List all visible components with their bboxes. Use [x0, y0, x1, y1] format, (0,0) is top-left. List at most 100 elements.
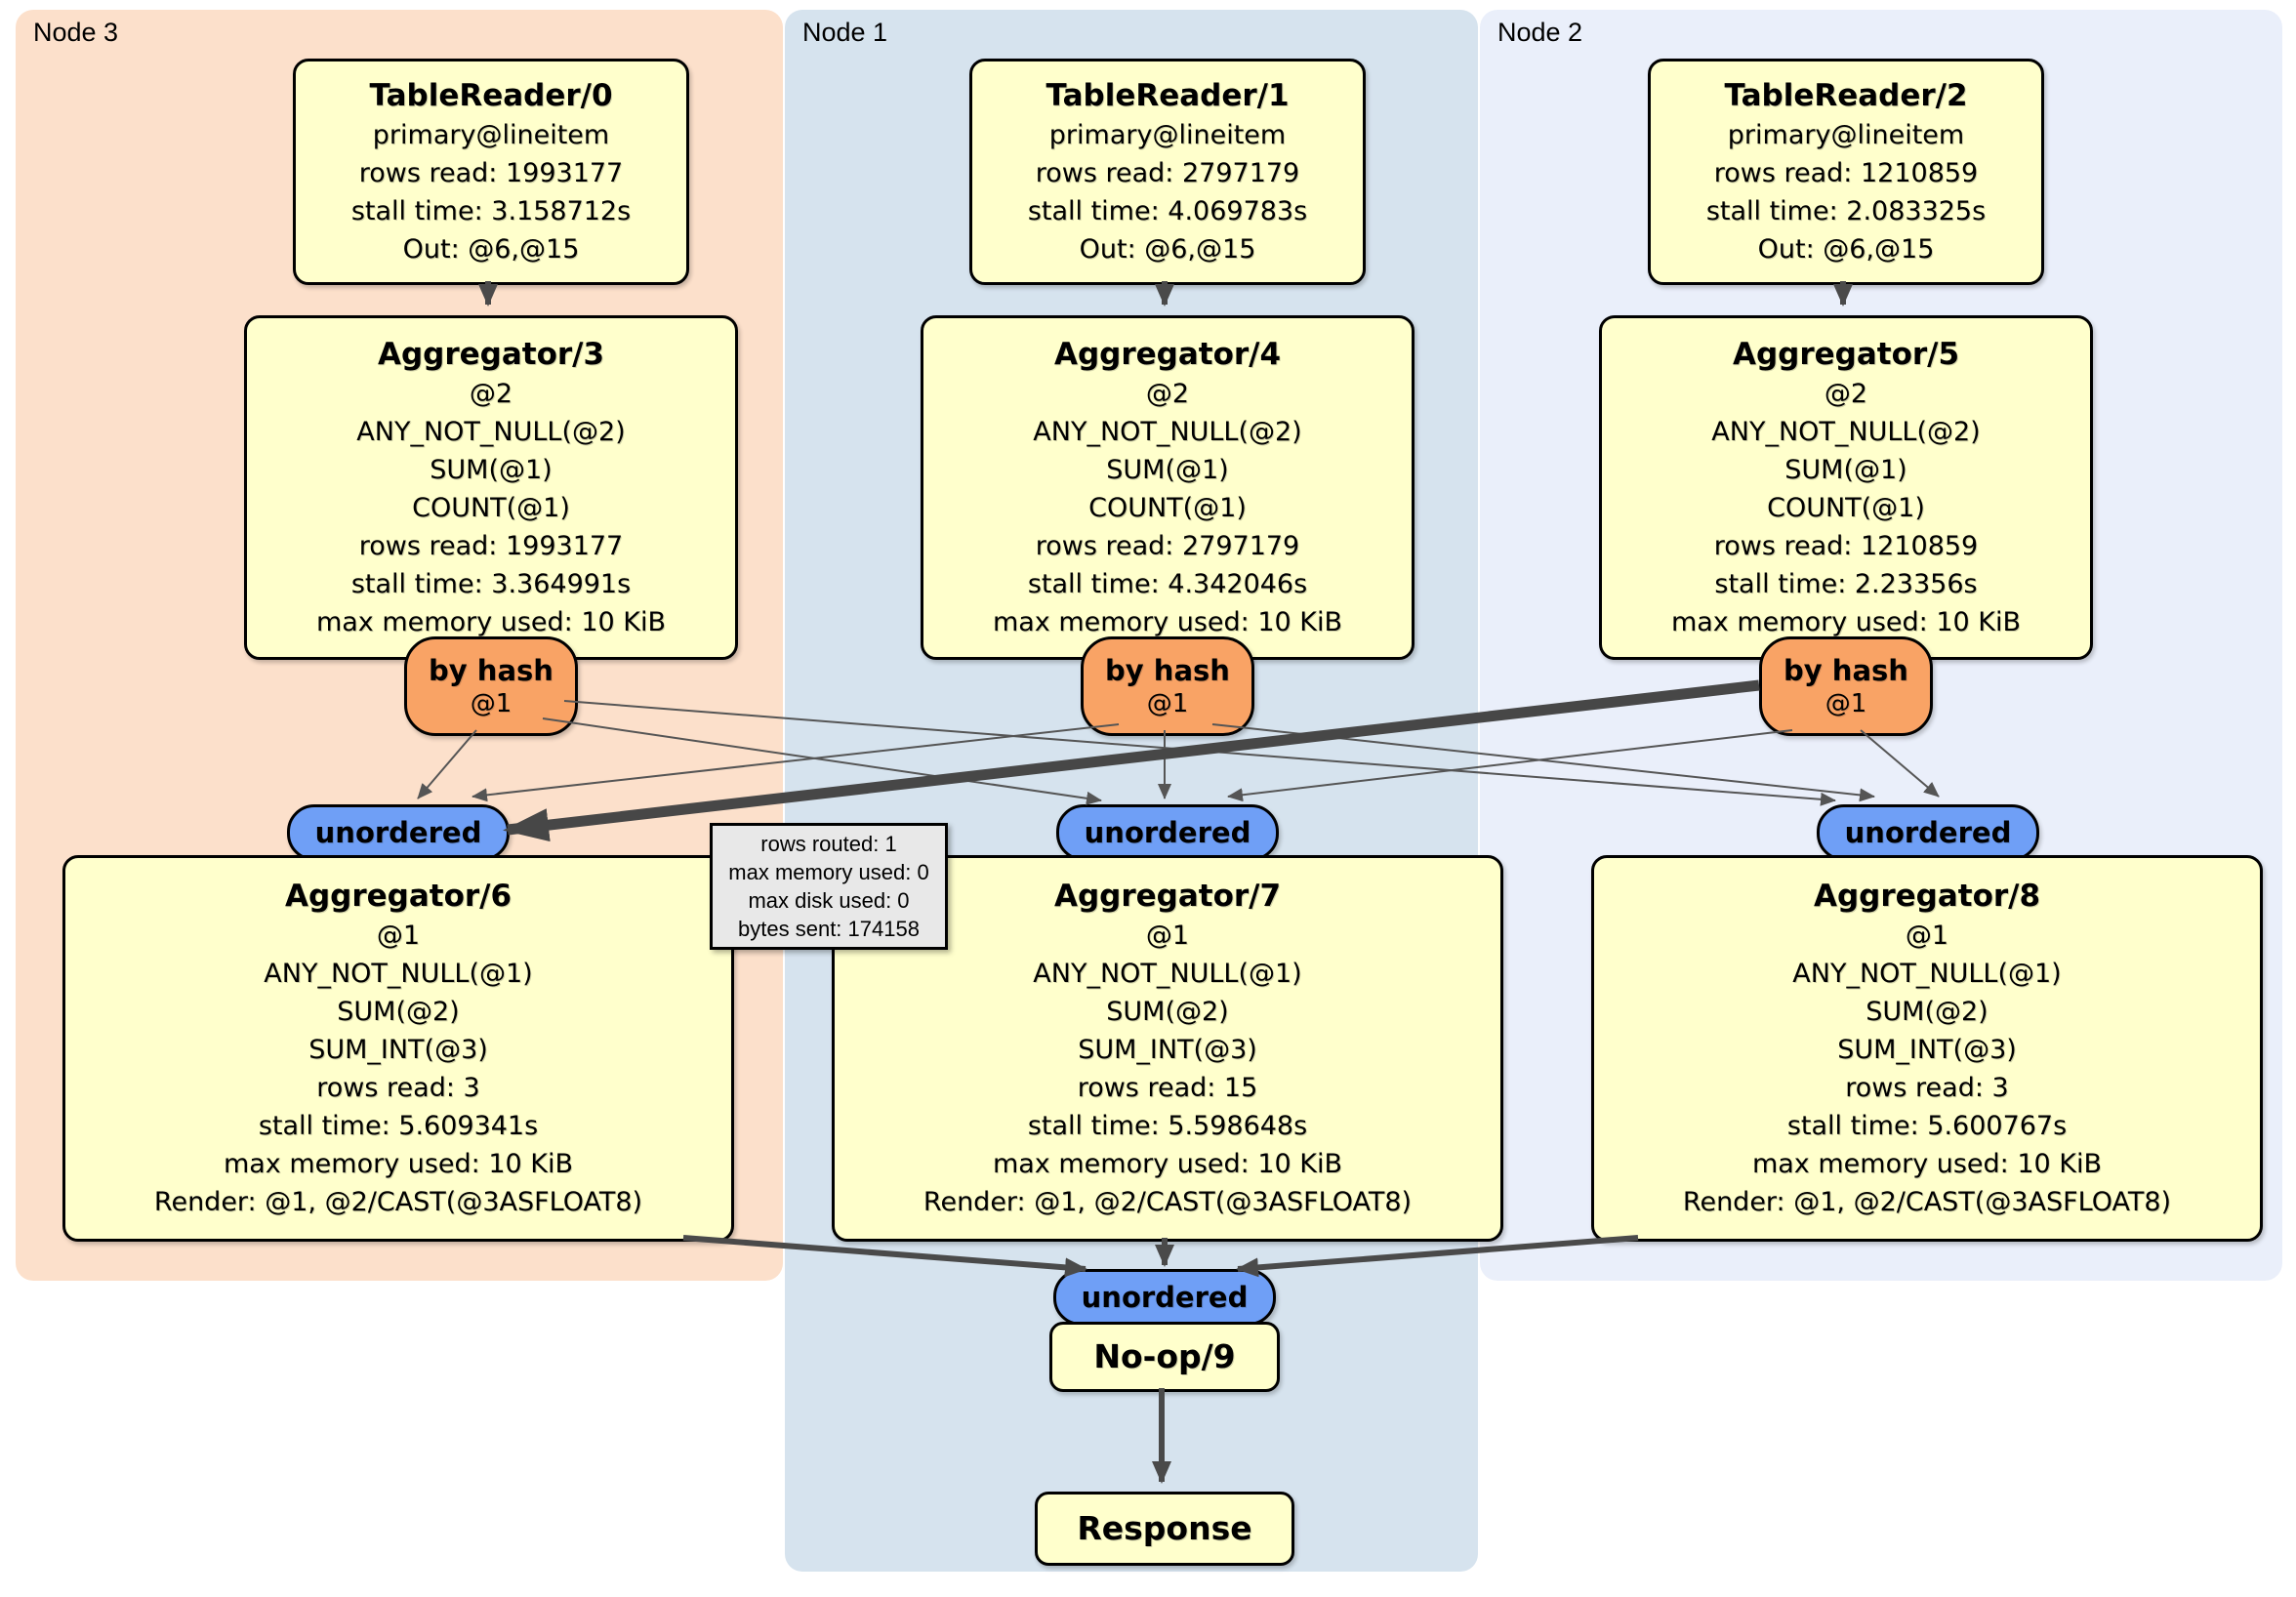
node-aggregator-6[interactable]: Aggregator/6 @1 ANY_NOT_NULL(@1) SUM(@2)…: [62, 855, 734, 1242]
node-line: max memory used: 10 KiB: [223, 1149, 574, 1179]
node-line: ANY_NOT_NULL(@2): [1033, 417, 1302, 447]
node-line: rows read: 2797179: [1035, 531, 1300, 561]
node-line: rows read: 1993177: [358, 531, 624, 561]
node-line: @1: [376, 921, 421, 951]
node-line: max memory used: 10 KiB: [1670, 607, 2022, 637]
node-line: stall time: 5.598648s: [1027, 1111, 1308, 1141]
node-line: COUNT(@1): [412, 493, 570, 523]
node-line: rows read: 1993177: [358, 158, 624, 188]
node-line: SUM(@1): [430, 455, 553, 485]
stream-unordered-final[interactable]: unordered: [1053, 1269, 1276, 1326]
node-line: primary@lineitem: [372, 120, 610, 150]
node-line: Render: @1, @2/CAST(@3ASFLOAT8): [922, 1187, 1413, 1217]
node-noop-9[interactable]: No-op/9: [1049, 1322, 1280, 1392]
node-line: stall time: 4.069783s: [1027, 196, 1308, 226]
node-title: Aggregator/3: [377, 337, 605, 372]
node-title: TableReader/1: [1046, 78, 1290, 113]
unordered-label: unordered: [1084, 816, 1251, 849]
node-line: SUM(@2): [337, 997, 460, 1027]
node-line: rows read: 15: [1077, 1073, 1258, 1103]
node-tablereader-0[interactable]: TableReader/0 primary@lineitem rows read…: [293, 59, 689, 285]
node-line: stall time: 5.600767s: [1786, 1111, 2068, 1141]
node-line: Out: @6,@15: [1757, 234, 1935, 265]
node-line: Out: @6,@15: [1079, 234, 1256, 265]
node-line: max memory used: 10 KiB: [992, 607, 1343, 637]
node-title: Aggregator/8: [1813, 879, 2041, 914]
router-by-hash-node1[interactable]: by hash @1: [1081, 636, 1254, 736]
node-aggregator-4[interactable]: Aggregator/4 @2 ANY_NOT_NULL(@2) SUM(@1)…: [921, 315, 1414, 660]
node-line: SUM_INT(@3): [308, 1035, 488, 1065]
node-line: max memory used: 10 KiB: [992, 1149, 1343, 1179]
region-label: Node 1: [802, 18, 888, 47]
node-line: stall time: 2.083325s: [1705, 196, 1987, 226]
by-hash-label: by hash: [1105, 654, 1230, 687]
node-line: stall time: 3.158712s: [350, 196, 632, 226]
tooltip-line: max memory used: 0: [728, 860, 929, 884]
node-line: primary@lineitem: [1727, 120, 1965, 150]
by-hash-key: @1: [470, 689, 512, 718]
node-line: ANY_NOT_NULL(@1): [1792, 959, 2062, 989]
by-hash-key: @1: [1146, 689, 1189, 718]
node-title: Aggregator/5: [1732, 337, 1960, 372]
node-line: Out: @6,@15: [402, 234, 580, 265]
unordered-label: unordered: [314, 816, 482, 849]
node-tablereader-2[interactable]: TableReader/2 primary@lineitem rows read…: [1648, 59, 2044, 285]
node-title: TableReader/0: [369, 78, 613, 113]
node-aggregator-8[interactable]: Aggregator/8 @1 ANY_NOT_NULL(@1) SUM(@2)…: [1591, 855, 2263, 1242]
region-label: Node 2: [1497, 18, 1583, 47]
node-line: rows read: 1210859: [1713, 531, 1979, 561]
by-hash-label: by hash: [1784, 654, 1908, 687]
node-line: primary@lineitem: [1048, 120, 1287, 150]
node-title: No-op/9: [1093, 1337, 1236, 1375]
node-line: ANY_NOT_NULL(@1): [1033, 959, 1302, 989]
stream-unordered-node2[interactable]: unordered: [1817, 804, 2039, 861]
node-line: COUNT(@1): [1088, 493, 1247, 523]
by-hash-key: @1: [1824, 689, 1867, 718]
node-line: Render: @1, @2/CAST(@3ASFLOAT8): [1682, 1187, 2172, 1217]
by-hash-label: by hash: [429, 654, 554, 687]
router-by-hash-node2[interactable]: by hash @1: [1759, 636, 1933, 736]
node-line: SUM(@2): [1106, 997, 1229, 1027]
node-line: SUM_INT(@3): [1078, 1035, 1257, 1065]
stream-unordered-node3[interactable]: unordered: [287, 804, 510, 861]
tooltip-line: max disk used: 0: [748, 888, 910, 913]
node-line: @1: [1145, 921, 1190, 951]
node-response[interactable]: Response: [1035, 1492, 1294, 1566]
node-line: ANY_NOT_NULL(@2): [356, 417, 626, 447]
unordered-label: unordered: [1081, 1281, 1249, 1314]
node-line: rows read: 3: [316, 1073, 480, 1103]
node-title: Aggregator/4: [1053, 337, 1282, 372]
node-line: COUNT(@1): [1767, 493, 1925, 523]
unordered-label: unordered: [1844, 816, 2012, 849]
node-tablereader-1[interactable]: TableReader/1 primary@lineitem rows read…: [969, 59, 1366, 285]
node-line: SUM(@1): [1106, 455, 1229, 485]
node-title: Aggregator/7: [1053, 879, 1282, 914]
node-line: rows read: 2797179: [1035, 158, 1300, 188]
region-label: Node 3: [33, 18, 119, 47]
stream-unordered-node1[interactable]: unordered: [1056, 804, 1279, 861]
node-line: stall time: 4.342046s: [1027, 569, 1308, 599]
node-aggregator-5[interactable]: Aggregator/5 @2 ANY_NOT_NULL(@2) SUM(@1)…: [1599, 315, 2093, 660]
tooltip-line: rows routed: 1: [760, 832, 897, 856]
node-line: rows read: 3: [1845, 1073, 2009, 1103]
router-by-hash-node3[interactable]: by hash @1: [404, 636, 578, 736]
node-line: ANY_NOT_NULL(@1): [264, 959, 533, 989]
node-title: TableReader/2: [1724, 78, 1968, 113]
node-title: Aggregator/6: [284, 879, 512, 914]
node-line: @2: [1824, 379, 1868, 409]
node-line: stall time: 2.23356s: [1714, 569, 1978, 599]
node-line: SUM_INT(@3): [1837, 1035, 2017, 1065]
node-title: Response: [1077, 1509, 1252, 1547]
node-line: ANY_NOT_NULL(@2): [1711, 417, 1981, 447]
edge-stats-tooltip: rows routed: 1 max memory used: 0 max di…: [710, 823, 948, 950]
node-line: SUM(@1): [1784, 455, 1907, 485]
node-line: SUM(@2): [1866, 997, 1988, 1027]
node-aggregator-3[interactable]: Aggregator/3 @2 ANY_NOT_NULL(@2) SUM(@1)…: [244, 315, 738, 660]
node-line: @2: [1145, 379, 1190, 409]
tooltip-line: bytes sent: 174158: [738, 917, 920, 941]
node-line: rows read: 1210859: [1713, 158, 1979, 188]
node-line: @1: [1905, 921, 1949, 951]
node-line: max memory used: 10 KiB: [315, 607, 667, 637]
node-line: max memory used: 10 KiB: [1751, 1149, 2103, 1179]
